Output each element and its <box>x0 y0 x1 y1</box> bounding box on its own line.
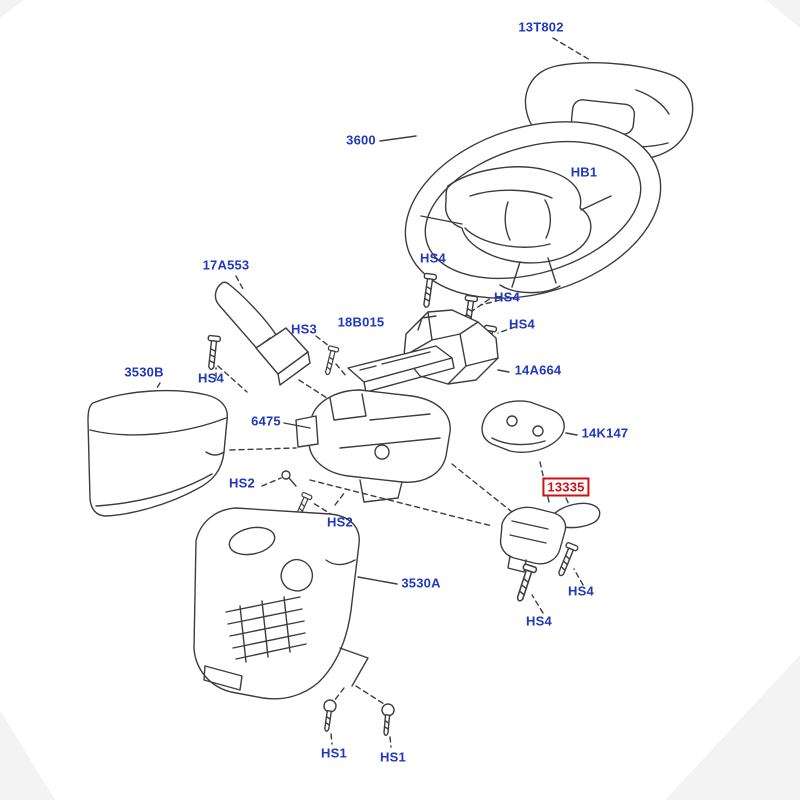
part-label-HB1: HB1 <box>570 164 598 180</box>
part-label-18B015: 18B015 <box>337 314 385 330</box>
part-label-HS2-1: HS2 <box>229 475 255 491</box>
part-label-HS2-2: HS2 <box>327 514 353 530</box>
part-label-HS4-2: HS4 <box>494 289 520 305</box>
part-label-HS4-4: HS4 <box>198 370 224 386</box>
part-plate-18b015 <box>347 345 455 393</box>
part-label-14A664: 14A664 <box>514 362 562 378</box>
part-shroud-3530a <box>193 507 360 700</box>
part-shroud-3530b <box>87 389 229 517</box>
part-steering-wheel <box>404 121 662 299</box>
part-label-HS4-6: HS4 <box>526 613 552 629</box>
part-bracket-14k147 <box>481 400 565 453</box>
part-label-17A553: 17A553 <box>202 257 250 273</box>
part-label-3600: 3600 <box>346 132 376 148</box>
leader-hs1-bend <box>339 647 369 687</box>
part-label-6475: 6475 <box>251 413 281 429</box>
fastener-hs4-top <box>419 272 438 309</box>
part-stalk-17a553 <box>214 281 311 386</box>
part-label-HS4-5: HS4 <box>568 583 594 599</box>
part-switch-14a664 <box>403 309 499 385</box>
part-label-HS4-1: HS4 <box>420 250 446 266</box>
part-label-HS4-3: HS4 <box>509 316 535 332</box>
part-label-HS1-2: HS1 <box>380 749 406 765</box>
fastener-hs2-a <box>281 470 297 487</box>
fastener-hs3 <box>321 345 340 377</box>
part-label-HS1-1: HS1 <box>321 745 347 761</box>
part-label-3530B: 3530B <box>124 364 164 380</box>
fastener-hs4-left <box>204 334 222 371</box>
part-label-3530A: 3530A <box>401 575 441 591</box>
part-label-14K147: 14K147 <box>581 425 629 441</box>
part-ignition-13335 <box>499 502 601 573</box>
part-label-HS3: HS3 <box>291 321 317 337</box>
part-label-13T802: 13T802 <box>518 19 564 35</box>
fastener-hs1-a <box>319 698 338 733</box>
part-label-13335-highlighted: 13335 <box>542 477 590 497</box>
part-housing-6475 <box>295 389 451 503</box>
label-leader-lines <box>283 135 578 585</box>
fastener-hs1-b <box>379 702 396 737</box>
